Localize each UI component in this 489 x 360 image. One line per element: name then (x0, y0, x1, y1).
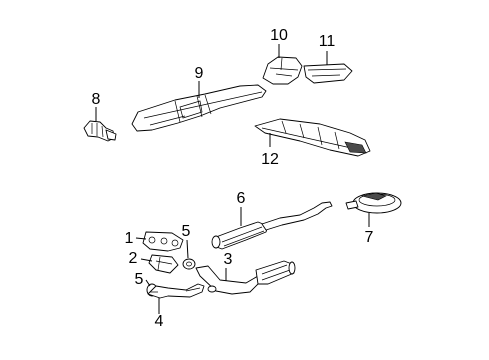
part-4-front-pipe (147, 283, 205, 314)
callout-label-1: 1 (125, 230, 134, 247)
callout-1-leader (135, 237, 147, 240)
callout-label-5a: 5 (182, 223, 191, 240)
part-6-intermediate-pipe (211, 201, 333, 250)
part-2-gasket (140, 254, 179, 274)
part-5-gasket-upper (182, 239, 196, 270)
part-9-heat-shield (131, 81, 267, 132)
callout-label-11: 11 (319, 33, 336, 50)
part-8-oxygen-sensor (83, 107, 117, 142)
callout-5a-leader (186, 239, 189, 259)
callout-label-3: 3 (224, 251, 233, 268)
callout-2-leader (140, 258, 153, 262)
part-7-muffler (345, 192, 402, 227)
part-1-exhaust-manifold (135, 231, 184, 252)
callout-5b-leader (145, 279, 151, 287)
part-12-underbody-shield (254, 118, 371, 157)
callout-label-9: 9 (195, 65, 204, 82)
part-11-shield (303, 51, 353, 84)
callout-label-12: 12 (261, 151, 279, 168)
callout-label-8: 8 (92, 91, 101, 108)
callout-label-7: 7 (365, 229, 374, 246)
callout-label-2: 2 (129, 250, 138, 267)
part-10-bracket (262, 44, 303, 85)
callout-label-10: 10 (270, 27, 288, 44)
part-3-converter-pipe (195, 260, 296, 295)
callout-label-4: 4 (155, 313, 164, 330)
callout-label-6: 6 (237, 190, 246, 207)
callout-label-5b: 5 (135, 271, 144, 288)
